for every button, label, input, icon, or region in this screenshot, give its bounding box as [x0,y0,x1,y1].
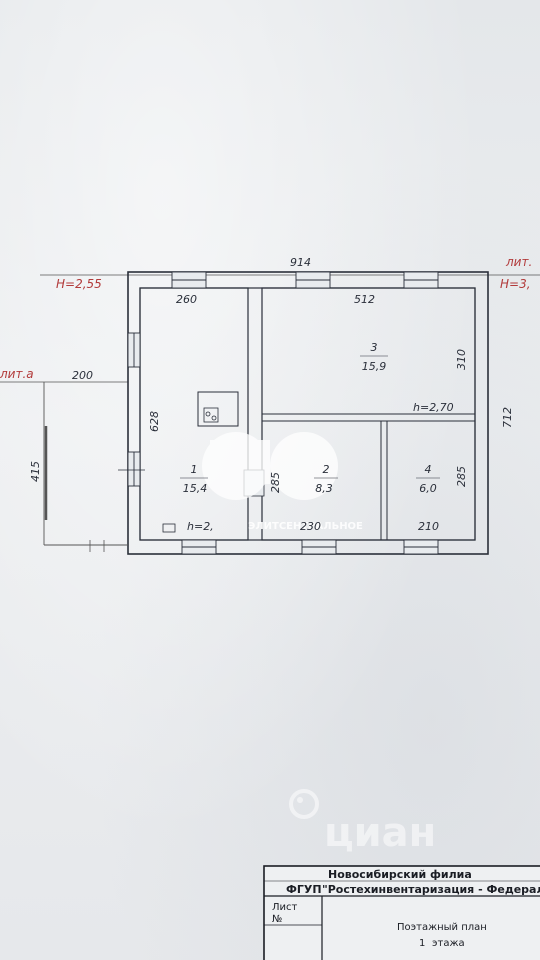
dim-room4-bottom: 210 [418,520,439,533]
room-2-number: 2 [323,463,330,476]
title-org-name: "Ростехинвентаризация - Федерал [322,883,540,896]
room-3-area: 15,9 [362,360,387,373]
room-2-area: 8,3 [315,482,333,495]
watermark-center-text: ЭЛИТСЕНТРАЛЬНОЕ [248,521,363,532]
dim-room1-side: 628 [148,411,161,432]
room-1-number: 1 [191,463,198,476]
title-sheet-label: Лист [272,902,298,913]
dim-annex-top: 200 [72,369,93,382]
dim-annex-side: 415 [29,461,42,482]
watermark-cian-text: циан [324,810,436,856]
lit-label-right: лит. [505,255,532,269]
level-inner: h=2,70 [413,401,454,414]
title-plan: Поэтажный план [397,922,487,933]
dim-overall-depth: 712 [501,407,514,428]
title-floor-label: этажа [432,938,465,949]
windows-bottom [181,539,439,555]
title-block [263,865,540,960]
stove [197,391,239,427]
dim-room2-side: 285 [269,472,282,493]
lit-label-left: лит.а [0,367,34,381]
title-branch: Новосибирский филиа [328,868,472,881]
title-org-prefix: ФГУП [286,883,322,896]
room-4-number: 4 [425,463,432,476]
fixture-room-1 [162,523,176,533]
dim-room3-top: 512 [354,293,375,306]
dim-room3-side: 310 [455,349,468,370]
watermark-center [202,432,338,500]
title-number-label: № [272,914,282,925]
watermark-cian-logo [289,789,319,819]
level-room1: h=2, [187,520,214,533]
room-4-area: 6,0 [419,482,437,495]
windows-top [171,271,439,289]
annex [43,382,128,552]
dim-room2-bottom: 230 [300,520,321,533]
level-left: H=2,55 [56,277,102,291]
dim-overall-width: 914 [290,256,311,269]
room-1-area: 15,4 [183,482,208,495]
title-floor-number: 1 [419,938,425,949]
dim-room1-top: 260 [176,293,197,306]
room-3-number: 3 [371,341,378,354]
windows-left [127,332,141,487]
level-right: H=3, [500,277,531,291]
dim-room4-side: 285 [455,466,468,487]
